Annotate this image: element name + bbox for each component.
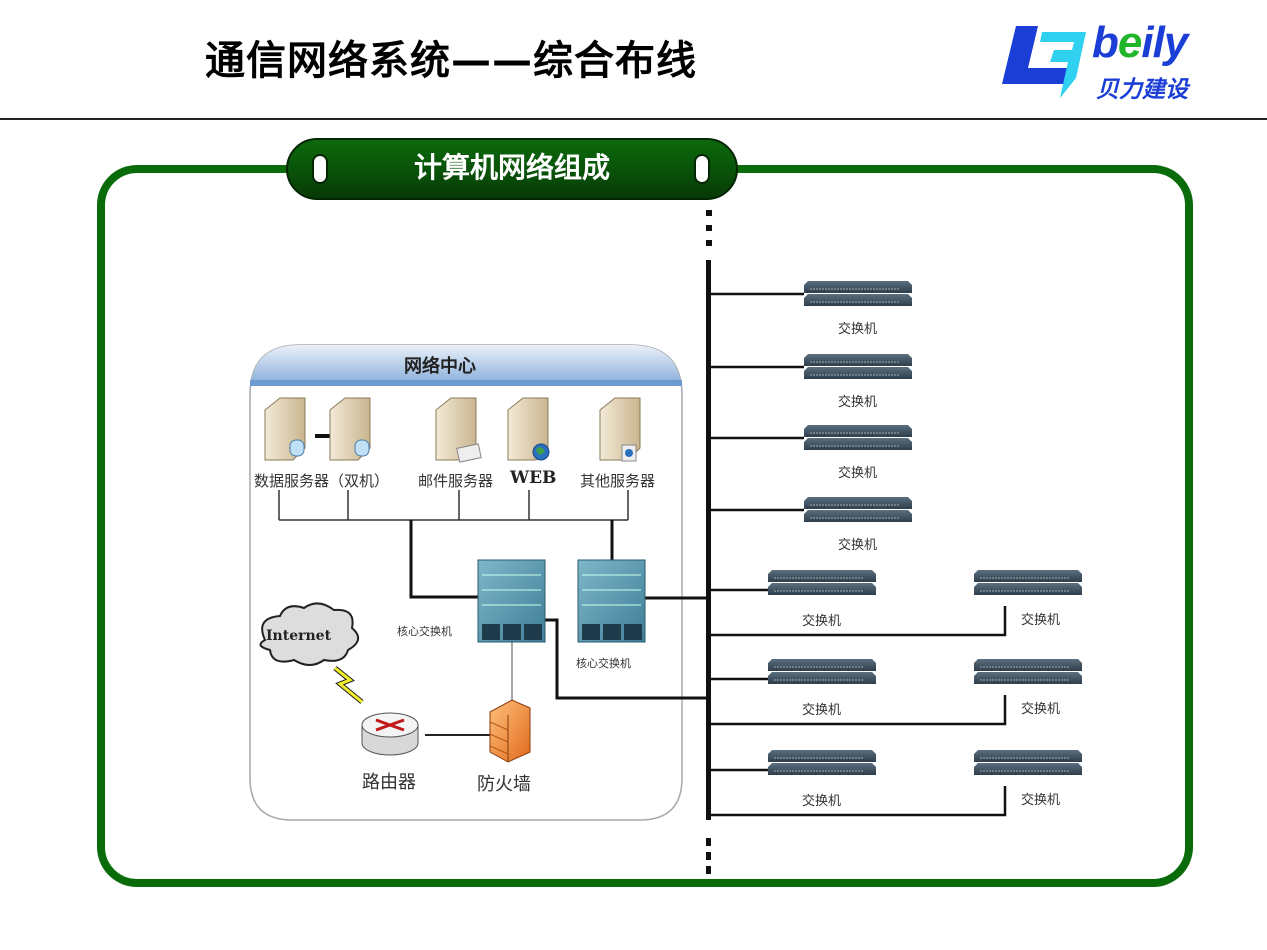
switch-label: 交换机 xyxy=(802,614,842,629)
logo-cn-text: 贝力建设 xyxy=(1096,77,1188,103)
switch-label: 交换机 xyxy=(802,703,842,718)
firewall-icon xyxy=(489,699,531,763)
web-server-icon xyxy=(507,397,550,461)
switch-label: 交换机 xyxy=(838,466,878,481)
switch-icon xyxy=(974,659,1082,684)
switch-link xyxy=(711,606,1007,637)
switch-icon xyxy=(804,354,912,379)
banner-hole-right xyxy=(694,154,710,184)
firewall-label: 防火墙 xyxy=(477,774,531,795)
lightning-link-icon xyxy=(334,666,363,704)
internet-cloud-icon xyxy=(259,602,359,666)
server-label-database: 数据服务器（双机） xyxy=(254,472,390,490)
core-switch-icon xyxy=(477,559,546,643)
switch-icon xyxy=(768,750,876,775)
server-bus xyxy=(278,490,629,521)
router-icon xyxy=(361,712,419,756)
switch-label: 交换机 xyxy=(1021,793,1061,808)
header-divider xyxy=(0,118,1267,120)
switch-icon xyxy=(768,659,876,684)
logo-letter: b xyxy=(1092,18,1119,67)
switch-label: 交换机 xyxy=(838,395,878,410)
logo-brand: beily xyxy=(1092,18,1189,67)
switch-icon xyxy=(768,570,876,595)
switch-icon xyxy=(804,497,912,522)
backbone xyxy=(706,210,712,874)
server-label-other: 其他服务器 xyxy=(580,472,656,490)
panel-title: 计算机网络组成 xyxy=(413,151,610,184)
slide-title: 通信网络系统——综合布线 xyxy=(205,38,697,84)
logo-mark-icon xyxy=(1002,26,1086,98)
server-icon xyxy=(264,397,306,461)
core-switch-label: 核心交换机 xyxy=(576,657,631,670)
internet-label: Internet xyxy=(266,628,332,644)
network-center-title: 网络中心 xyxy=(404,356,476,377)
logo-brand-text: beily xyxy=(1092,18,1189,68)
switch-link xyxy=(711,695,1007,726)
switch-label: 交换机 xyxy=(1021,613,1061,628)
server-label-mail: 邮件服务器 xyxy=(418,472,494,490)
switch-icon xyxy=(804,281,912,306)
banner-hole-left xyxy=(312,154,328,184)
company-logo xyxy=(998,22,1088,102)
panel-banner xyxy=(286,138,738,200)
logo-letter: y xyxy=(1163,18,1189,67)
mail-server-icon xyxy=(435,397,482,463)
switch-icon xyxy=(974,750,1082,775)
switch-icon xyxy=(974,570,1082,595)
switch-link xyxy=(711,786,1007,817)
core-links xyxy=(409,520,708,700)
logo-letter: e xyxy=(1117,18,1143,67)
server-label-web: WEB xyxy=(510,468,557,488)
other-server-icon xyxy=(599,397,641,462)
switch-label: 交换机 xyxy=(838,322,878,337)
switch-icon xyxy=(804,425,912,450)
switch-label: 交换机 xyxy=(1021,702,1061,717)
switch-label: 交换机 xyxy=(838,538,878,553)
core-switch-label: 核心交换机 xyxy=(397,625,452,638)
server-icon xyxy=(329,397,371,461)
router-label: 路由器 xyxy=(362,772,416,793)
switch-label: 交换机 xyxy=(802,794,842,809)
core-switch-icon xyxy=(577,559,646,643)
logo-letter: l xyxy=(1152,18,1165,67)
logo-letter: i xyxy=(1141,18,1153,67)
access-switches xyxy=(711,281,1082,817)
